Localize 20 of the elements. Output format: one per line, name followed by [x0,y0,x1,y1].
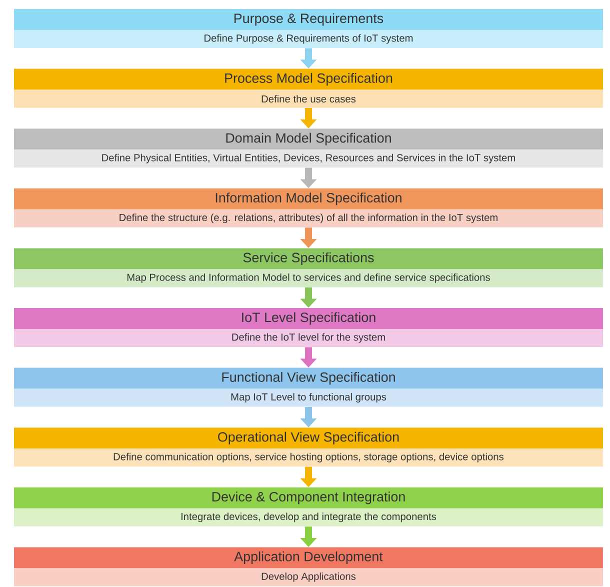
node-label: Define the use cases [262,95,356,103]
step-box: Domain Model Specification Define Physical Entities, Virtual Entities, Devices, Resources and Services in the IoT system [14,128,603,168]
node-label: Define Purpose & Requirements of IoT system [204,34,413,44]
node-label: Map Process and Information Model to services and define service specifications [127,273,490,283]
node-label: Define the structure (e.g. relations, attributes) of all the information in the IoT system [120,214,498,224]
step-box: Service Specifications Map Process and Information Model to services and define service specifications [14,248,603,288]
step-box: Process Model Specification Define the use cases [14,68,603,108]
node-label: Define the IoT level for the system [232,333,385,343]
node-label: Define Physical Entities, Virtual Entities, Devices, Resources and Services in the IoT system [102,154,515,164]
step-box: Purpose & Requirements Define Purpose & Requirements of IoT system [14,9,603,48]
step-box: Operational View Specification Define communication options, service hosting options, storage options, device options [14,428,603,467]
step-box: Information Model Specification Define the structure (e.g. relations, attributes) of all the information in the IoT system [14,188,603,228]
step-box: IoT Level Specification Define the IoT level for the system [14,308,603,347]
step-box: Device & Component Integration Integrate devices, develop and integrate the components [14,487,603,526]
step-box: Functional View Specification Map IoT Level to functional groups [14,368,603,407]
node-label: Map IoT Level to functional groups [231,393,386,403]
node-label: Define communication options, service hosting options, storage options, device options [114,452,504,462]
step-box: Application Development Develop Applications [14,547,603,586]
node-label: Integrate devices, develop and integrate the components [181,512,436,522]
node-label: Develop Applications [262,572,356,582]
